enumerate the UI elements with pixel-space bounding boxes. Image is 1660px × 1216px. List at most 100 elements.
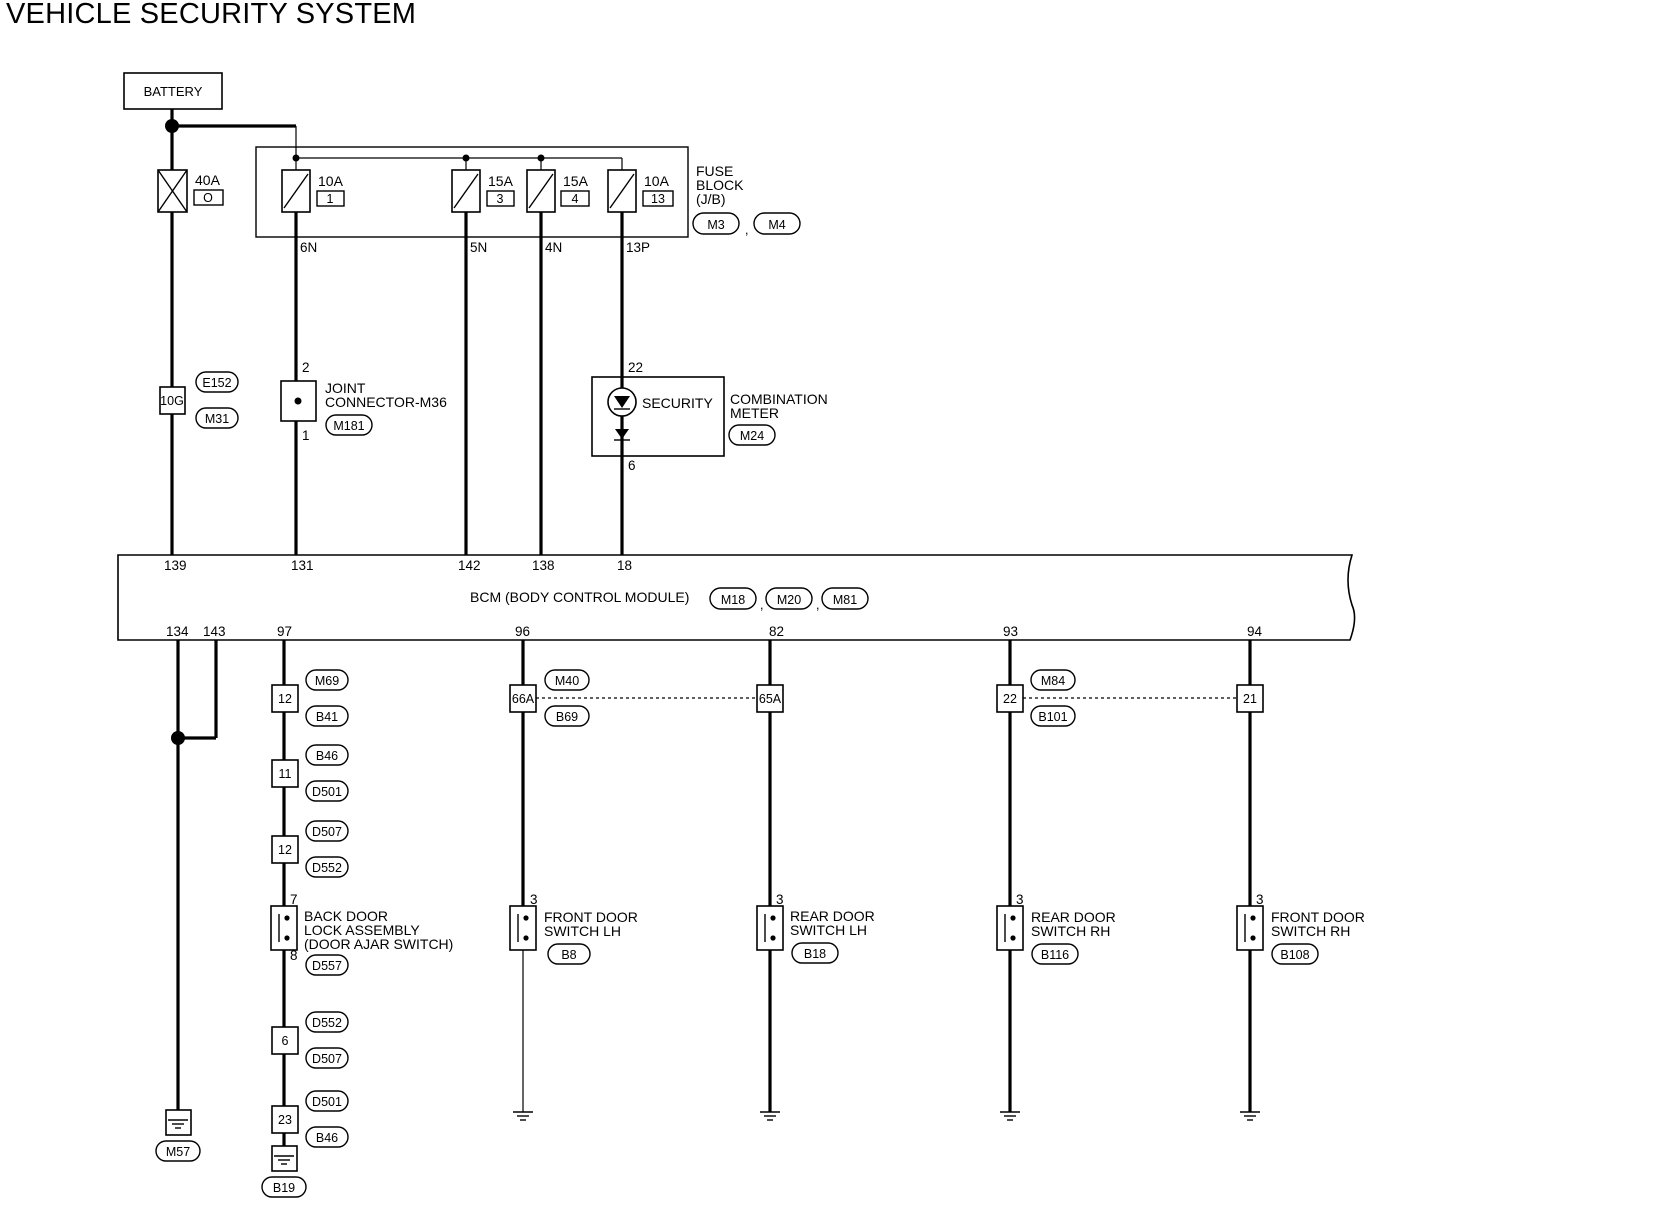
combination-meter: SECURITY 22 6 COMBINATION METER M24 — [591, 360, 828, 473]
bcm-pin-82: 82 — [769, 624, 784, 639]
inline-connector-6-d552: 6 D552 D507 — [271, 1011, 349, 1069]
fuse-4-number: 4 — [572, 192, 579, 206]
back-door-pin-8: 8 — [290, 948, 298, 963]
door-switch-icon — [996, 905, 1024, 951]
fuse-block-connector-m3: M3 — [707, 218, 724, 232]
inline-12-terminal: 12 — [278, 692, 292, 706]
bcm-pin-138: 138 — [532, 558, 555, 573]
bcm-pin-93: 93 — [1003, 624, 1018, 639]
joint-connector-label-2: CONNECTOR-M36 — [325, 394, 447, 410]
inline-connector-11-b46: 11 B46 D501 — [271, 744, 349, 802]
fuse-block-label-1: FUSE — [696, 163, 733, 179]
back-door-label-1: BACK DOOR — [304, 908, 388, 924]
diode-icon — [615, 429, 629, 439]
combination-meter-pin-6: 6 — [628, 458, 636, 473]
rear-door-switch-rh: 3 REAR DOOR SWITCH RH B116 — [996, 892, 1116, 1121]
connector-d501-b: D501 — [312, 1095, 342, 1109]
connector-m84: M84 — [1041, 674, 1065, 688]
bcm-label: BCM (BODY CONTROL MODULE) — [470, 589, 689, 605]
fuse-block-label-2: BLOCK — [696, 177, 744, 193]
combination-meter-pin-22: 22 — [628, 360, 643, 375]
inline-23-terminal: 23 — [278, 1113, 292, 1127]
inline-connector-lh: 66A 65A M40 B69 — [509, 669, 784, 727]
rear-rh-pin-3: 3 — [1016, 892, 1024, 907]
door-switch-icon — [270, 905, 298, 951]
connector-b18: B18 — [804, 947, 826, 961]
bcm-pin-134: 134 — [166, 624, 189, 639]
inline-65a-terminal: 65A — [759, 692, 782, 706]
back-door-pin-7: 7 — [290, 892, 298, 907]
connector-d552: D552 — [312, 861, 342, 875]
connector-b46: B46 — [316, 749, 338, 763]
fuse-block-connector-separator: , — [745, 223, 748, 237]
combination-meter-label-2: METER — [730, 405, 779, 421]
connector-m69: M69 — [315, 674, 339, 688]
fuse-3: 15A 3 5N — [451, 169, 515, 255]
fuse-block-label-3: (J/B) — [696, 191, 726, 207]
connector-e152: E152 — [202, 376, 231, 390]
ground-icon — [1239, 1111, 1261, 1121]
inline-66a-terminal: 66A — [512, 692, 535, 706]
fuse-1-number: 1 — [327, 192, 334, 206]
connector-b69: B69 — [556, 710, 578, 724]
ground-icon — [759, 1111, 781, 1121]
connector-d552-b: D552 — [312, 1016, 342, 1030]
connector-b8: B8 — [561, 948, 576, 962]
ground-icon — [512, 1111, 534, 1121]
bcm-connector-m18: M18 — [721, 593, 745, 607]
combination-meter-label-1: COMBINATION — [730, 391, 828, 407]
joint-connector-pin-1: 1 — [302, 428, 310, 443]
joint-connector: 2 1 JOINT CONNECTOR-M36 M181 — [280, 360, 447, 443]
connector-d507-b: D507 — [312, 1052, 342, 1066]
bcm-pin-142: 142 — [458, 558, 481, 573]
inline-10g-terminal: 10G — [160, 394, 184, 408]
door-switch-icon — [1236, 905, 1264, 951]
connector-d507: D507 — [312, 825, 342, 839]
joint-connector-pin-2: 2 — [302, 360, 310, 375]
bcm-pin-96: 96 — [515, 624, 530, 639]
rear-door-switch-lh: 3 REAR DOOR SWITCH LH B18 — [756, 892, 875, 1121]
inline-connector-23-d501: 23 D501 B46 — [271, 1090, 349, 1148]
fuse-block-connector-m4: M4 — [768, 218, 785, 232]
security-indicator-label: SECURITY — [642, 395, 713, 411]
bcm-pin-143: 143 — [203, 624, 226, 639]
connector-b101: B101 — [1038, 710, 1067, 724]
connector-m181: M181 — [333, 419, 364, 433]
back-door-label-3: (DOOR AJAR SWITCH) — [304, 936, 453, 952]
fuse-13-terminal: 13P — [626, 240, 650, 255]
back-door-switch: 7 8 BACK DOOR LOCK ASSEMBLY (DOOR AJAR S… — [270, 892, 453, 976]
fuse-13-rating: 10A — [644, 173, 670, 189]
inline-6-terminal: 6 — [282, 1034, 289, 1048]
inline-connector-12-m69: 12 M69 B41 — [271, 669, 349, 727]
back-door-label-2: LOCK ASSEMBLY — [304, 922, 420, 938]
front-lh-pin-3: 3 — [530, 892, 538, 907]
ground-m57: M57 — [155, 1109, 201, 1162]
fuse-4-rating: 15A — [563, 173, 589, 189]
ground-icon — [999, 1111, 1021, 1121]
inline-22-terminal: 22 — [1003, 692, 1017, 706]
connector-b41: B41 — [316, 710, 338, 724]
connector-m24: M24 — [740, 429, 764, 443]
bcm-pin-94: 94 — [1247, 624, 1263, 639]
bcm-connector-separator-1: , — [760, 598, 763, 612]
inline-11-terminal: 11 — [279, 767, 292, 781]
bcm-connector-separator-2: , — [816, 598, 819, 612]
connector-d501: D501 — [312, 785, 342, 799]
rear-lh-pin-3: 3 — [776, 892, 784, 907]
bcm-connector-m20: M20 — [777, 593, 801, 607]
fuse-4-terminal: 4N — [545, 240, 562, 255]
fuse-3-terminal: 5N — [470, 240, 487, 255]
connector-m31: M31 — [205, 412, 229, 426]
front-door-switch-rh: 3 FRONT DOOR SWITCH RH B108 — [1236, 892, 1365, 1121]
connector-b19: B19 — [273, 1181, 295, 1195]
ground-b19: B19 — [261, 1145, 307, 1198]
inline-21-terminal: 21 — [1243, 692, 1257, 706]
fuse-1-rating: 10A — [318, 173, 344, 189]
inline-connector-12-d507: 12 D507 D552 — [271, 820, 349, 878]
front-rh-label-1: FRONT DOOR — [1271, 909, 1365, 925]
fuse-13-number: 13 — [651, 192, 665, 206]
inline-connector-rh: 22 21 M84 B101 — [996, 669, 1264, 727]
inline-12b-terminal: 12 — [278, 843, 292, 857]
fusible-link-rating: 40A — [195, 172, 221, 188]
